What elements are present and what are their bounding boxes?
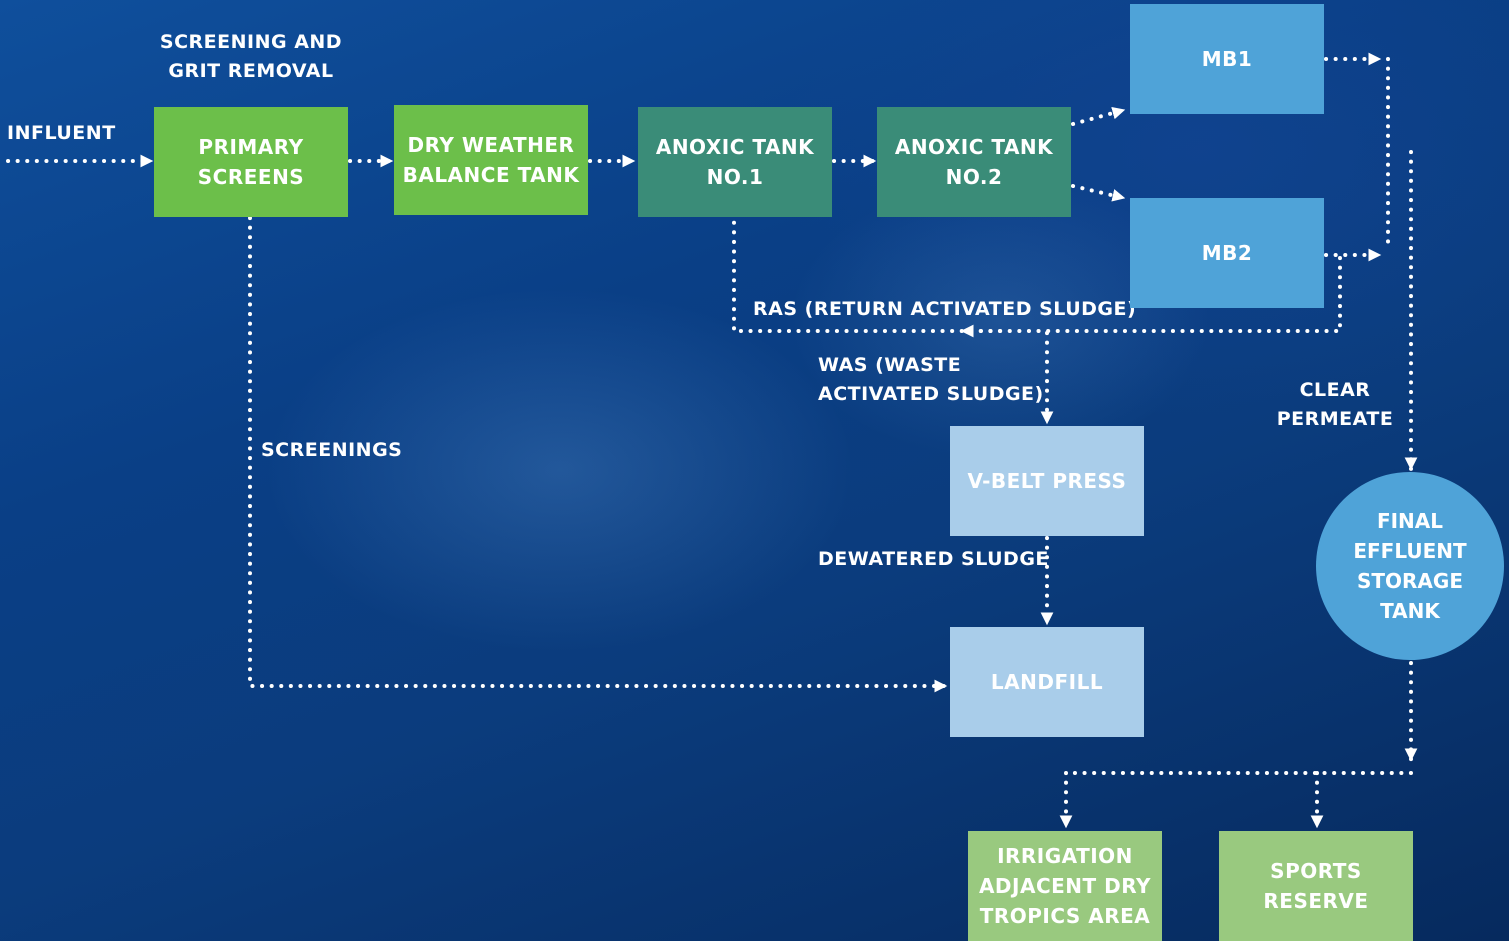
anoxic2-to-mb1-arrow <box>1071 106 1126 126</box>
landfill-box: LANDFILL <box>950 627 1144 737</box>
anoxic-tank-2-box: ANOXIC TANK NO.2 <box>877 107 1071 217</box>
ras-label: RAS (RETURN ACTIVATED SLUDGE) <box>753 298 1137 320</box>
anoxic-tank-1-box: ANOXIC TANK NO.1 <box>638 107 832 217</box>
screenings-arrow <box>248 216 948 693</box>
influent-label: INFLUENT <box>7 122 116 144</box>
irrigation-box: IRRIGATION ADJACENT DRY TROPICS AREA <box>968 831 1162 941</box>
sports-reserve-box: SPORTS RESERVE <box>1219 831 1413 941</box>
screenings-label: SCREENINGS <box>261 439 403 461</box>
was-label: WAS (WASTE ACTIVATED SLUDGE) <box>818 354 1044 405</box>
clear-permeate-label: CLEAR PERMEATE <box>1276 379 1394 430</box>
anoxic2-to-mb2-arrow <box>1071 184 1126 202</box>
screening-grit-label: SCREENING AND GRIT REMOVAL <box>159 31 343 82</box>
final-effluent-storage-tank: FINAL EFFLUENT STORAGE TANK <box>1316 472 1504 660</box>
dewatered-sludge-label: DEWATERED SLUDGE <box>818 548 1049 570</box>
v-belt-press-box: V-BELT PRESS <box>950 426 1144 536</box>
primary-screens-box: PRIMARY SCREENS <box>154 107 348 217</box>
ras-return-line <box>732 216 1342 333</box>
mb1-box: MB1 <box>1130 4 1324 114</box>
dry-weather-balance-tank-box: DRY WEATHER BALANCE TANK <box>394 105 588 215</box>
mb2-box: MB2 <box>1130 198 1324 308</box>
